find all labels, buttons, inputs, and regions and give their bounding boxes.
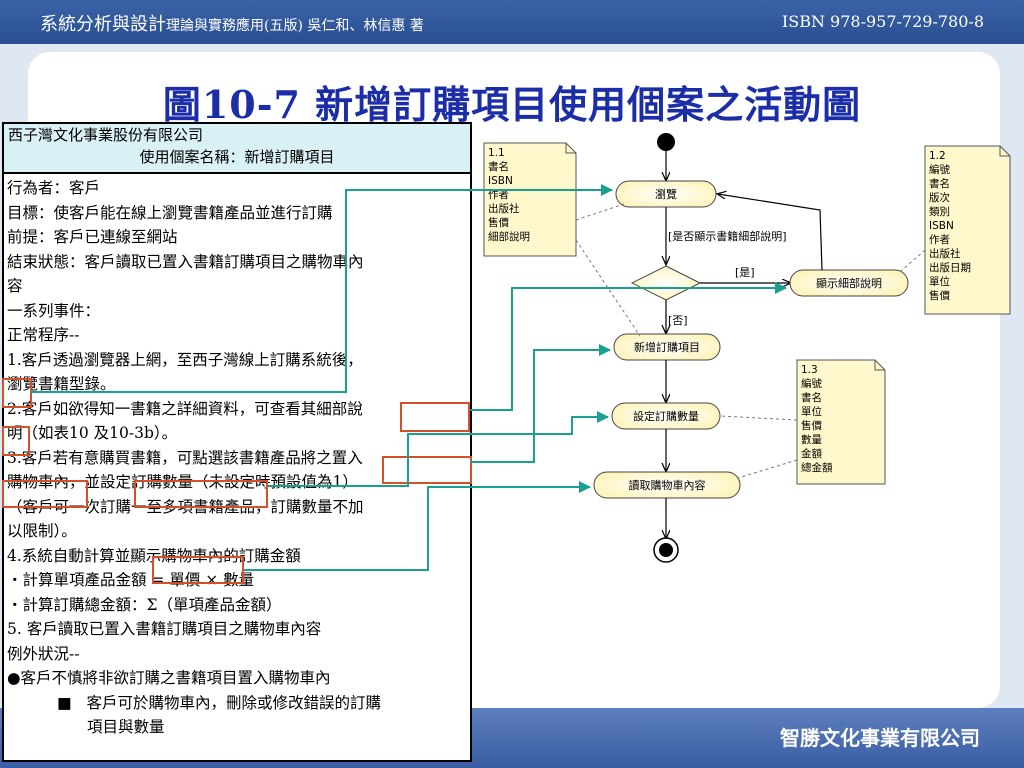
note-1-1-line: 書名 — [488, 160, 509, 173]
note-1-3-line: 金額 — [801, 447, 822, 460]
activity-browse-label: 瀏覽 — [655, 187, 677, 201]
end-node-inner — [659, 543, 673, 557]
highlight-box-quantity — [134, 480, 268, 508]
note-1-2-text: 1.2 編號 書名 版次 類別 ISBN 作者 出版社 出版日期 單位 售價 — [929, 150, 974, 302]
use-case-line: 3.客戶若有意購買書籍，可點選該書籍產品將之置入 — [7, 448, 363, 467]
note-1-1 — [483, 142, 577, 257]
use-case-line: 結束狀態：客戶讀取已置入書籍訂購項目之購物車內 — [7, 252, 364, 271]
note-1-1-line: 出版社 — [488, 202, 520, 215]
use-case-line: 容 — [7, 277, 23, 295]
use-case-line: 1.客戶透過瀏覽器上網，至西子灣線上訂購系統後， — [7, 350, 363, 369]
use-case-sub-bullet: ■ 客戶可於購物車內，刪除或修改錯誤的訂購 — [7, 691, 470, 716]
use-case-sub-bullet-cont: 項目與數量 — [87, 718, 165, 736]
activity-read-cart — [593, 471, 741, 499]
note-1-3-text: 1.3 編號 書名 單位 售價 數量 金額 總金額 — [801, 364, 833, 474]
use-case-line: 前提：客戶已連線至網站 — [7, 228, 178, 246]
note-1-2-line: ISBN — [929, 220, 954, 232]
note-1-3-line: 編號 — [801, 377, 822, 390]
activity-show-detail-label: 顯示細部說明 — [816, 276, 882, 290]
note-1-1-line: 作者 — [488, 189, 509, 201]
note-1-2-line: 單位 — [929, 275, 950, 288]
use-case-description: 西子灣文化事業股份有限公司 使用個案名稱：新增訂購項目 行為者：客戶 目標：使客… — [2, 122, 472, 762]
activity-set-qty-label: 設定訂購數量 — [633, 409, 699, 423]
square-bullet-icon: ■ — [57, 693, 72, 712]
book-title: 系統分析與設計 — [40, 14, 166, 35]
use-case-header: 西子灣文化事業股份有限公司 使用個案名稱：新增訂購項目 — [4, 124, 470, 174]
decision-node — [630, 265, 702, 301]
use-case-line: 目標：使客戶能在線上瀏覽書籍產品並進行訂購 — [7, 203, 333, 222]
use-case-line: 5. 客戶讀取已置入書籍訂購項目之購物車內容 — [7, 620, 322, 638]
note-1-3-line: 單位 — [801, 405, 822, 418]
note-1-2-line: 編號 — [929, 163, 950, 176]
slide-title: 圖10-7 新增訂購項目使用個案之活動圖 — [162, 82, 862, 127]
use-case-line: 行為者：客戶 — [7, 179, 101, 197]
highlight-box-total — [152, 556, 244, 584]
note-1-1-text: 1.1 書名 ISBN 作者 出版社 售價 細部說明 — [488, 147, 530, 243]
note-1-2-line: 作者 — [929, 234, 950, 246]
note-anchor-1-3b — [737, 459, 798, 479]
link-read-cart — [244, 481, 591, 571]
highlight-box-detail-b — [2, 426, 30, 456]
note-1-3-line: 書名 — [801, 391, 822, 404]
note-1-3-line: 1.3 — [801, 364, 818, 376]
top-banner: 系統分析與設計理論與實務應用(五版) 吳仁和、林信惠 著 ISBN 978-95… — [0, 0, 1024, 44]
use-case-line: 一系列事件： — [7, 301, 101, 320]
book-heading: 系統分析與設計理論與實務應用(五版) 吳仁和、林信惠 著 — [40, 10, 424, 36]
use-case-line: 明（如表10 及10-3b）。 — [7, 424, 178, 442]
book-subtitle: 理論與實務應用(五版) 吳仁和、林信惠 著 — [166, 18, 424, 34]
publisher-name: 智勝文化事業有限公司 — [780, 726, 980, 750]
note-1-1-line: ISBN — [488, 175, 513, 187]
note-anchor-1-1b — [575, 239, 641, 337]
note-1-2-line: 出版社 — [929, 247, 961, 260]
note-anchor-1-2 — [899, 249, 926, 273]
note-1-3-line: 總金額 — [801, 461, 833, 474]
highlight-box-cart-b — [2, 480, 88, 508]
note-1-2 — [924, 145, 1011, 315]
sub-bullet-text: 客戶可於購物車內，刪除或修改錯誤的訂購 — [86, 693, 381, 712]
activity-show-detail — [789, 269, 909, 297]
link-add-item — [470, 344, 611, 463]
isbn-label: ISBN 978-957-729-780-8 — [781, 12, 984, 31]
use-case-line: 例外狀況-- — [7, 644, 80, 663]
note-1-1-line: 細部說明 — [488, 230, 530, 243]
note-1-3 — [796, 359, 886, 485]
use-case-line: 4.系統自動計算並顯示購物車內的訂購金額 — [7, 546, 301, 565]
activity-read-cart-label: 讀取購物車內容 — [629, 478, 706, 492]
note-1-3-line: 售價 — [801, 419, 822, 432]
note-1-2-line: 出版日期 — [929, 261, 971, 274]
activity-add-item — [613, 333, 721, 361]
guard-question: [是否顯示書籍細部說明] — [668, 229, 787, 243]
note-1-2-line: 書名 — [929, 177, 950, 190]
use-case-line: ●客戶不慎將非欲訂購之書籍項目置入購物車內 — [7, 669, 331, 687]
link-browse — [30, 184, 613, 393]
use-case-line: ‧計算單項產品金額 = 單價 × 數量 — [7, 571, 255, 589]
note-1-2-line: 售價 — [929, 289, 950, 302]
use-case-company: 西子灣文化事業股份有限公司 — [8, 126, 204, 144]
note-1-2-line: 類別 — [929, 206, 950, 218]
use-case-line: 正常程序-- — [7, 326, 80, 344]
link-set-qty — [268, 411, 609, 487]
start-node — [657, 133, 675, 151]
use-case-name: 使用個案名稱：新增訂購項目 — [139, 148, 335, 166]
note-1-2-line: 版次 — [929, 191, 950, 204]
note-anchor-1-3 — [719, 415, 798, 421]
highlight-box-detail-a — [400, 402, 470, 432]
use-case-line: 以限制）。 — [7, 522, 77, 540]
note-1-2-line: 1.2 — [929, 150, 946, 162]
use-case-line: ‧計算訂購總金額：Σ（單項產品金額） — [7, 595, 282, 614]
note-1-1-line: 售價 — [488, 216, 509, 229]
guard-no: [否] — [668, 314, 688, 327]
note-1-3-line: 數量 — [801, 433, 822, 446]
highlight-box-cart-a — [382, 456, 472, 484]
link-show-detail — [470, 282, 787, 411]
note-anchor-1-1 — [575, 203, 625, 221]
use-case-body: 行為者：客戶 目標：使客戶能在線上瀏覽書籍產品並進行訂購 前提：客戶已連線至網站… — [4, 174, 470, 740]
flow-detail-back — [718, 194, 823, 271]
note-1-1-line: 1.1 — [488, 147, 505, 159]
guard-yes: [是] — [735, 266, 755, 279]
use-case-line: 瀏覽書籍型錄。 — [7, 375, 116, 393]
use-case-line: 2.客戶如欲得知一書籍之詳細資料，可查看其細部說 — [7, 399, 363, 418]
activity-add-item-label: 新增訂購項目 — [634, 340, 700, 354]
